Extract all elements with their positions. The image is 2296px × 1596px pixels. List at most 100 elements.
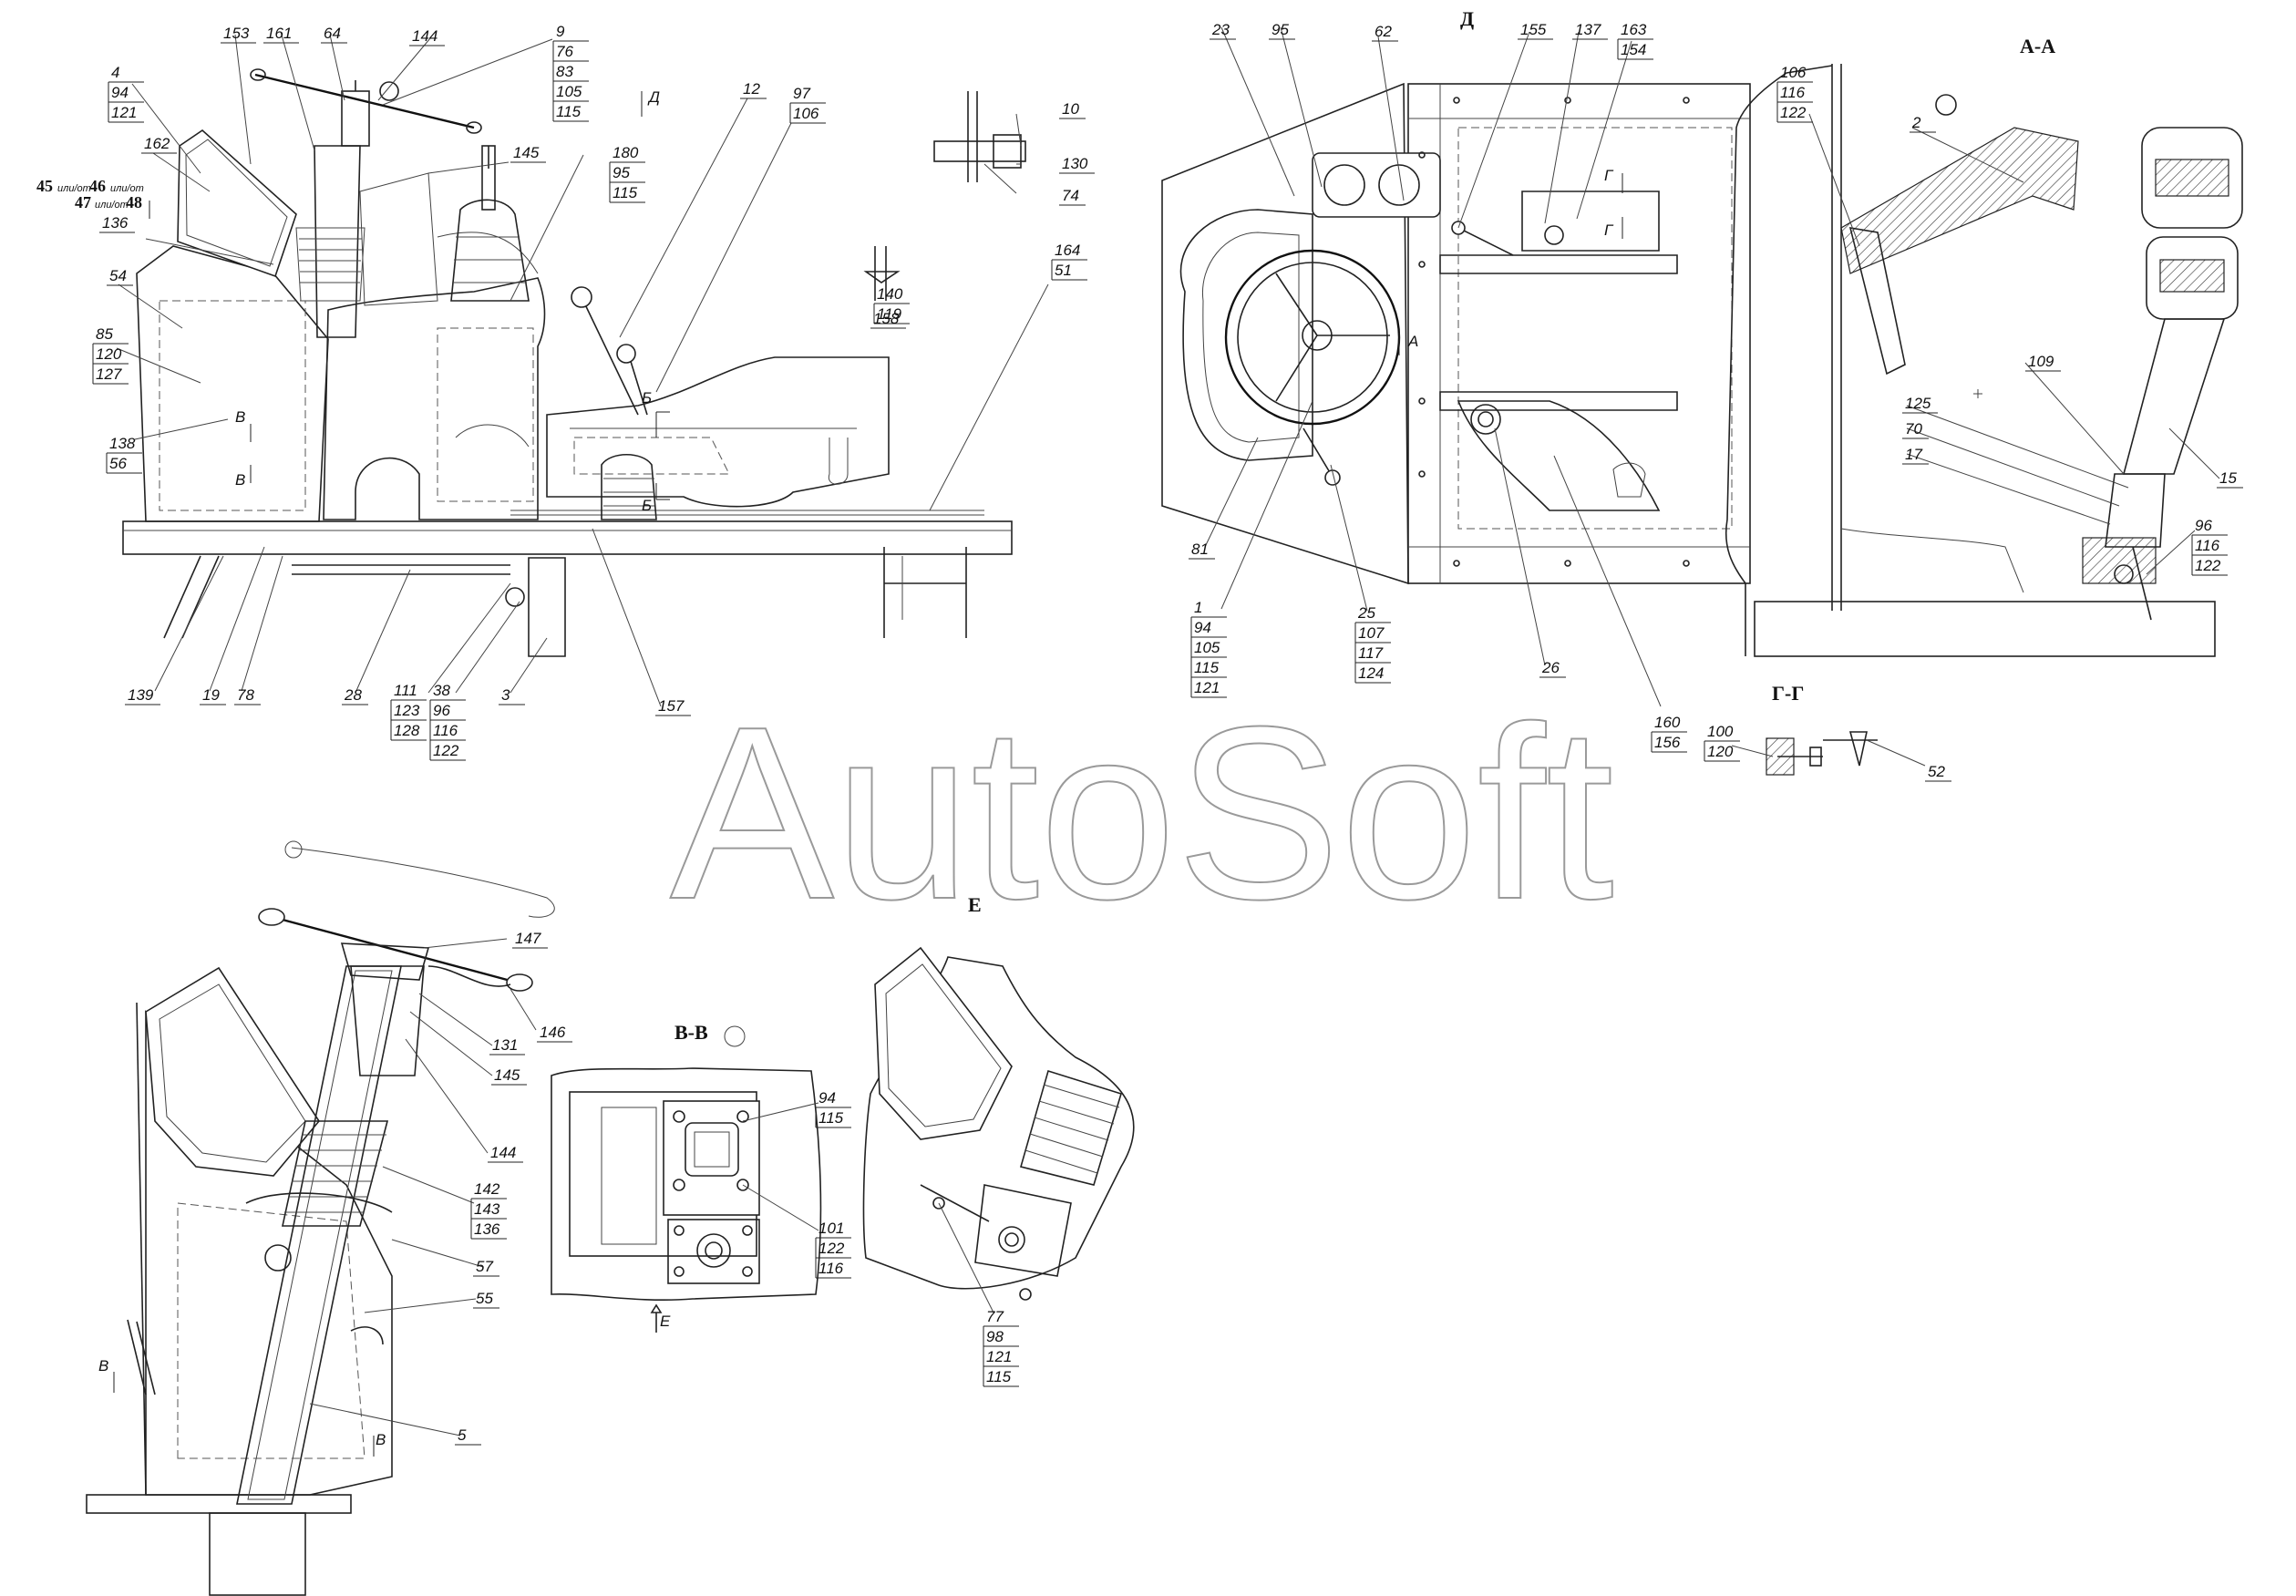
callout-number: 54 — [109, 267, 127, 284]
callout-109: 109 — [2025, 353, 2061, 372]
callout-81: 81 — [1189, 541, 1215, 560]
callout-number: 138 — [109, 435, 136, 452]
callout-number: 77 — [986, 1308, 1004, 1325]
mark-v-e1: В — [98, 1357, 108, 1375]
callout-number: 106 — [1780, 64, 1807, 81]
callout-number: 5 — [458, 1426, 467, 1444]
svg-text:или/от: или/от — [57, 183, 91, 194]
callout-number: 4 — [111, 64, 119, 81]
callout-number: 123 — [394, 702, 420, 719]
mark-v-e2: В — [376, 1431, 386, 1448]
callout-125: 125 — [1902, 395, 1938, 414]
mark-d: Д — [647, 88, 660, 106]
callout-28: 28 — [342, 686, 368, 705]
callout-26: 26 — [1539, 659, 1566, 678]
callout-number: 55 — [476, 1290, 493, 1307]
callout-number: 98 — [986, 1328, 1004, 1345]
section-gg — [1766, 731, 1878, 776]
callout-157: 157 — [655, 697, 691, 716]
callout-number: 140 — [877, 285, 903, 303]
callout-number: 136 — [102, 214, 129, 232]
front-detail — [862, 946, 1135, 1301]
callout-number: 122 — [2195, 557, 2221, 574]
callout-number: 81 — [1191, 541, 1209, 558]
option-note: 45 или/от 46 или/от 47 или/от 48 — [36, 177, 150, 219]
callout-number: 160 — [1654, 714, 1681, 731]
callout-10: 10 — [1059, 100, 1086, 119]
callout-number: 52 — [1928, 763, 1945, 780]
callout-15: 15 — [2217, 469, 2243, 489]
callout-64: 64 — [321, 25, 347, 44]
callout-145b: 145 — [491, 1066, 527, 1086]
callout-number: 161 — [266, 25, 292, 42]
callout-number: 10 — [1062, 100, 1079, 118]
view-title-e: Е — [968, 893, 982, 916]
svg-text:или/от: или/от — [95, 200, 129, 211]
mark-g-2: Г — [1604, 221, 1614, 239]
callout-number: 124 — [1358, 664, 1384, 682]
mark-v-1: В — [235, 408, 245, 426]
callout-number: 136 — [474, 1220, 500, 1238]
callout-number: 1 — [1194, 599, 1202, 616]
callout-number: 62 — [1375, 23, 1392, 40]
callout-147: 147 — [512, 930, 548, 949]
callout-number: 156 — [1654, 734, 1681, 751]
callout-number: 145 — [494, 1066, 520, 1084]
callout-number: 116 — [819, 1260, 844, 1277]
callout-number: 28 — [344, 686, 362, 704]
callout-55: 55 — [473, 1290, 499, 1309]
callout-number: 122 — [433, 742, 459, 759]
callout-number: 155 — [1520, 21, 1547, 38]
callout-number: 142 — [474, 1180, 500, 1198]
detail-bolt-10 — [933, 91, 1026, 182]
callout-number: 2 — [1911, 114, 1921, 131]
callout-number: 144 — [412, 27, 438, 45]
callout-number: 97 — [793, 85, 810, 102]
callout-number: 95 — [1272, 21, 1289, 38]
callout-number: 94 — [819, 1089, 836, 1107]
callout-number: 85 — [96, 325, 113, 343]
callout-57: 57 — [473, 1258, 499, 1277]
callout-19: 19 — [200, 686, 226, 705]
callout-number: 111 — [394, 682, 417, 699]
callout-number: 26 — [1541, 659, 1560, 676]
callout-number: 76 — [556, 43, 573, 60]
callout-number: 105 — [1194, 639, 1220, 656]
svg-text:или/от: или/от — [110, 183, 144, 194]
callout-number: 158 — [873, 310, 900, 327]
callout-number: 115 — [819, 1109, 844, 1127]
callout-number: 120 — [96, 345, 122, 363]
callout-number: 137 — [1575, 21, 1601, 38]
callout-146: 146 — [537, 1024, 572, 1043]
callout-95: 95 — [1269, 21, 1295, 40]
callout-number: 17 — [1905, 446, 1922, 463]
callout-number: 128 — [394, 722, 420, 739]
callout-131: 131 — [489, 1036, 525, 1055]
callout-number: 38 — [433, 682, 450, 699]
callout-number: 96 — [433, 702, 450, 719]
callout-number: 125 — [1905, 395, 1931, 412]
callout-number: 23 — [1211, 21, 1230, 38]
callout-number: 64 — [324, 25, 341, 42]
callout-12: 12 — [740, 80, 767, 99]
callout-number: 153 — [223, 25, 250, 42]
callout-number: 74 — [1062, 187, 1079, 204]
callout-number: 12 — [743, 80, 760, 98]
callout-number: 9 — [556, 23, 565, 40]
callout-number: 70 — [1905, 420, 1922, 438]
section-vv — [551, 1067, 822, 1333]
callout-number: 106 — [793, 105, 819, 122]
callout-62: 62 — [1372, 23, 1398, 42]
callout-number: 57 — [476, 1258, 493, 1275]
view-title-gg: Г-Г — [1772, 682, 1804, 705]
